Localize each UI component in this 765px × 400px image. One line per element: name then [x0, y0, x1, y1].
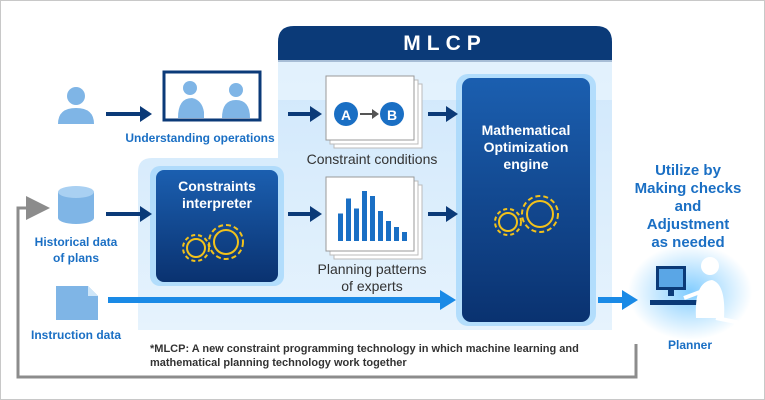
interpreter-gears-icon: [182, 224, 244, 262]
understanding-operations-label: Understanding operations: [125, 131, 275, 145]
pattern-bar: [378, 211, 383, 241]
arrow-interpreter-to-chart: [288, 206, 322, 222]
optimization-engine-box: [462, 78, 590, 322]
arrow-instruction-to-engine: [108, 290, 456, 310]
person-icon: [58, 87, 94, 124]
node-b-icon: [380, 102, 404, 126]
pattern-bar: [354, 208, 359, 241]
planner-at-computer-icon: [650, 257, 738, 328]
pattern-bar: [338, 213, 343, 241]
interpreter-label: Constraints interpreter: [178, 178, 256, 211]
flow-arrows: [106, 106, 458, 222]
node-b-label: B: [386, 107, 398, 123]
arrow-engine-to-planner: [598, 290, 638, 310]
planning-patterns-card: [325, 176, 423, 260]
pattern-bar: [370, 196, 375, 241]
pattern-bars: [338, 191, 407, 241]
pattern-bar: [386, 221, 391, 241]
pattern-bar: [394, 227, 399, 241]
feedback-loop-arrow: [16, 196, 638, 379]
constraint-conditions-card: [325, 75, 423, 149]
planning-patterns-label: Planning patterns of experts: [317, 261, 427, 294]
pattern-bar: [346, 198, 351, 241]
node-a-icon: [334, 102, 358, 126]
instruction-data-label: Instruction data: [30, 328, 122, 342]
planner-glow: [628, 244, 752, 340]
constraints-interpreter-box: [156, 170, 278, 282]
footnote: *MLCP: A new constraint programming tech…: [150, 343, 579, 369]
pattern-bar: [362, 191, 367, 241]
historical-data-label: Historical data of plans: [34, 235, 118, 265]
arrow-chart-to-engine: [428, 206, 458, 222]
arrow-ab-to-engine: [428, 106, 458, 122]
arrow-to-ab: [288, 106, 322, 122]
arrow-db-to-interpreter: [106, 206, 152, 222]
pattern-bar: [402, 232, 407, 241]
database-icon: [58, 186, 94, 224]
meeting-icon: [162, 70, 262, 122]
document-icon: [56, 286, 98, 320]
utilize-text: Utilize by Making checks and Adjustment …: [634, 162, 742, 251]
constraint-conditions-label: Constraint conditions: [306, 151, 438, 167]
node-a-label: A: [340, 107, 352, 123]
mlcp-title: MLCP: [403, 32, 487, 55]
engine-gears-icon: [494, 195, 559, 236]
mlcp-header-bar: [278, 26, 612, 62]
engine-label: Mathematical Optimization engine: [481, 122, 571, 172]
arrow-person-to-meeting: [106, 106, 152, 122]
planner-label: Planner: [667, 338, 713, 352]
